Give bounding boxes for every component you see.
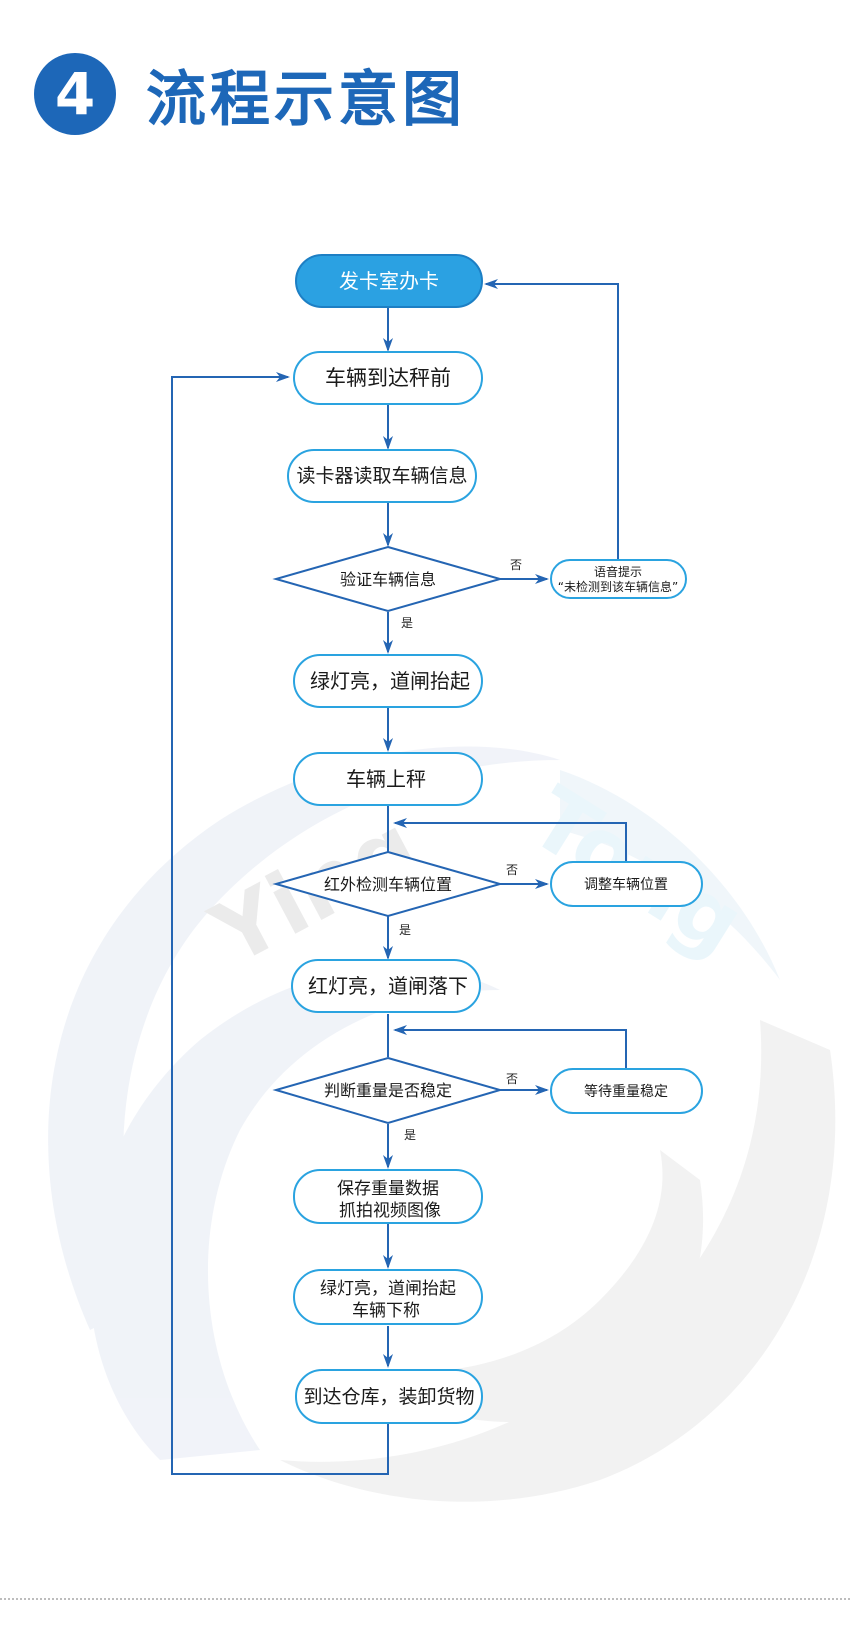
label-verify-no: 否 [510, 558, 522, 572]
node-leave-line2: 车辆下称 [352, 1301, 420, 1321]
node-ir-decision: 红外检测车辆位置 [272, 850, 504, 918]
footer-divider [0, 1598, 850, 1600]
connectors [171, 279, 627, 1475]
node-save-line1: 保存重量数据 [337, 1179, 439, 1199]
node-warehouse: 到达仓库，装卸货物 [295, 1369, 483, 1424]
node-save-line2: 抓拍视频图像 [339, 1201, 441, 1221]
node-voice-line2: “未检测到该车辆信息” [558, 579, 678, 594]
label-ir-no: 否 [506, 863, 518, 877]
node-start-label: 发卡室办卡 [339, 269, 439, 293]
arrow-wait-loop [393, 1025, 627, 1069]
node-adjust-label: 调整车辆位置 [584, 876, 668, 893]
node-voice-line1: 语音提示 [594, 564, 642, 579]
page-title: 流程示意图 [146, 64, 466, 135]
node-warehouse-label: 到达仓库，装卸货物 [303, 1386, 474, 1408]
arrow-voice-back-to-start [484, 279, 619, 560]
node-weight-decision: 判断重量是否稳定 [272, 1056, 504, 1125]
node-on-scale: 车辆上秤 [293, 752, 483, 806]
node-arrive: 车辆到达秤前 [293, 351, 483, 405]
node-read-card: 读卡器读取车辆信息 [287, 449, 477, 503]
section-header: 4 流程示意图 [34, 52, 466, 136]
arrow-loop-back-to-arrive [171, 372, 389, 1475]
label-ir-yes: 是 [399, 923, 411, 937]
node-green-up-label: 绿灯亮，道闸抬起 [310, 669, 470, 693]
node-leave: 绿灯亮，道闸抬起 车辆下称 [293, 1269, 483, 1325]
label-weight-yes: 是 [404, 1128, 416, 1142]
label-verify-yes: 是 [401, 616, 413, 630]
node-adjust: 调整车辆位置 [550, 861, 703, 907]
node-wait-label: 等待重量稳定 [584, 1083, 668, 1100]
arrow-adjust-loop [393, 818, 627, 862]
node-verify-label: 验证车辆信息 [340, 570, 436, 589]
node-red-down: 红灯亮，道闸落下 [291, 959, 481, 1013]
node-start: 发卡室办卡 [295, 254, 483, 308]
node-wait-stable: 等待重量稳定 [550, 1068, 703, 1114]
node-voice-prompt: 语音提示 “未检测到该车辆信息” [550, 559, 687, 599]
node-green-up: 绿灯亮，道闸抬起 [293, 654, 483, 708]
node-arrive-label: 车辆到达秤前 [325, 366, 451, 390]
node-verify-decision: 验证车辆信息 [272, 545, 504, 613]
node-red-down-label: 红灯亮，道闸落下 [308, 974, 468, 998]
node-leave-line1: 绿灯亮，道闸抬起 [320, 1279, 456, 1299]
section-number-badge: 4 [34, 53, 116, 135]
node-save: 保存重量数据 抓拍视频图像 [293, 1169, 483, 1224]
node-read-card-label: 读卡器读取车辆信息 [296, 465, 467, 487]
label-weight-no: 否 [506, 1072, 518, 1086]
node-on-scale-label: 车辆上秤 [346, 767, 426, 791]
node-weight-label: 判断重量是否稳定 [324, 1081, 452, 1100]
node-ir-label: 红外检测车辆位置 [324, 875, 452, 894]
